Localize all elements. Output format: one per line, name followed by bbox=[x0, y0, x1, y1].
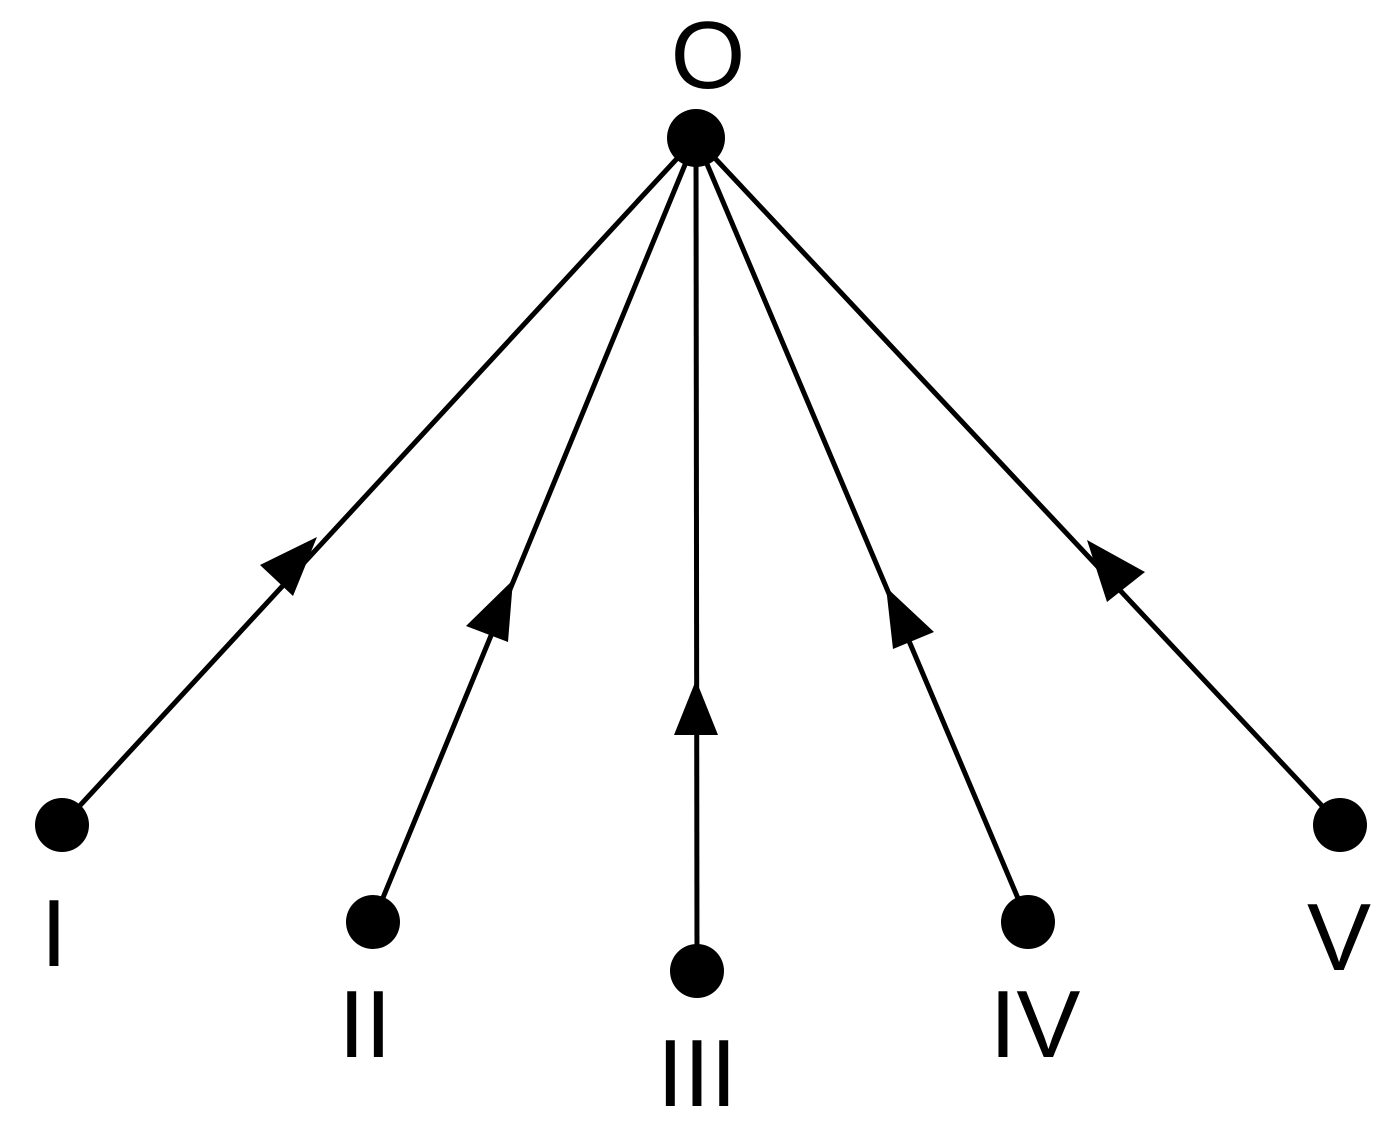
node-dot-V bbox=[1313, 798, 1367, 852]
label-V: V bbox=[1307, 884, 1371, 991]
label-II: II bbox=[338, 971, 391, 1078]
label-IV: IV bbox=[990, 971, 1081, 1078]
labels: O I II III IV V bbox=[41, 2, 1371, 1127]
node-dot-O bbox=[667, 109, 725, 167]
edge-II-O bbox=[370, 137, 699, 923]
edges bbox=[60, 136, 1342, 972]
edge-I-O bbox=[60, 136, 698, 827]
arrowhead-III bbox=[674, 680, 718, 735]
label-O: O bbox=[671, 2, 746, 109]
node-dot-II bbox=[346, 895, 400, 949]
node-dot-III bbox=[670, 944, 724, 998]
arrowhead-I bbox=[260, 537, 317, 596]
label-III: III bbox=[657, 1020, 737, 1127]
arrowhead-II bbox=[466, 580, 513, 642]
nodes bbox=[35, 109, 1367, 998]
node-dot-I bbox=[35, 798, 89, 852]
label-I: I bbox=[41, 880, 68, 987]
node-dot-IV bbox=[1001, 895, 1055, 949]
edge-IV-O bbox=[693, 137, 1031, 923]
edge-V-O bbox=[694, 136, 1342, 827]
arrowhead-V bbox=[1087, 540, 1145, 602]
arrowhead-IV bbox=[886, 587, 934, 649]
arrowheads bbox=[260, 537, 1145, 735]
edge-III-O bbox=[693, 137, 700, 972]
